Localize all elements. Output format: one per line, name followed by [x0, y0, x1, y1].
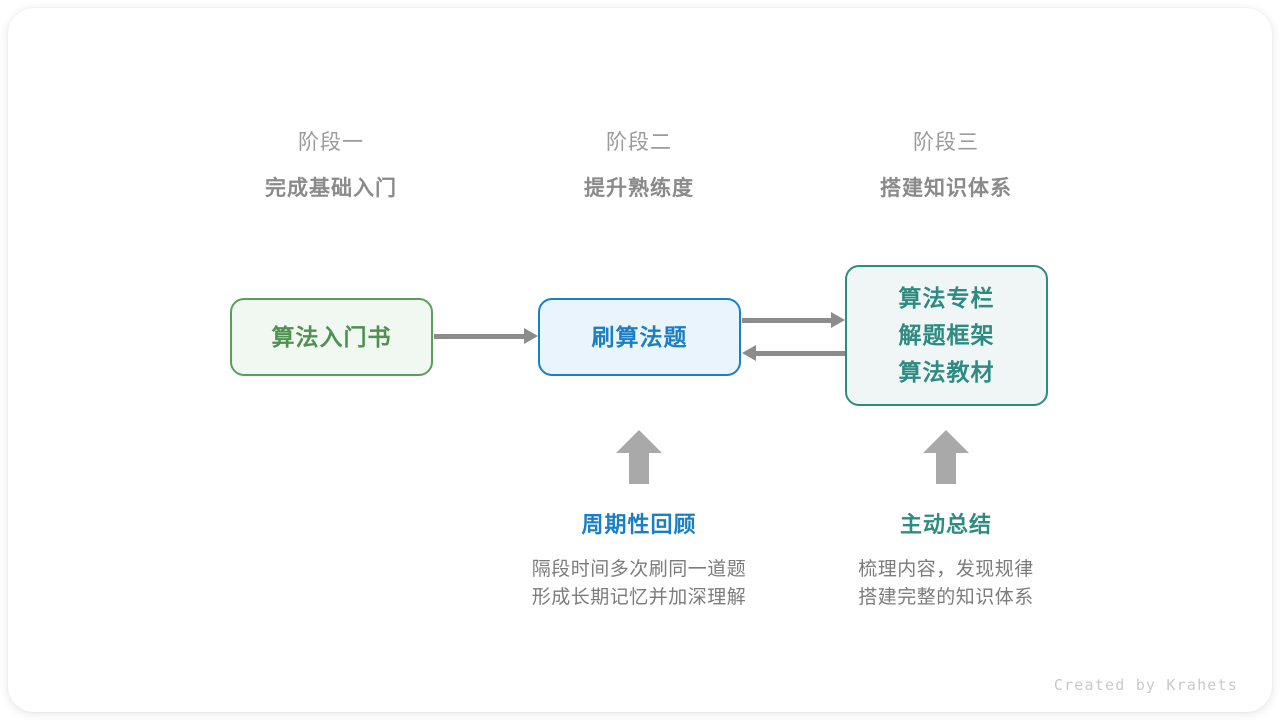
- up-arrow-stem: [629, 452, 649, 484]
- stage-header-1: 阶段一 完成基础入门: [201, 128, 461, 206]
- node-intro-book-line-1: 算法入门书: [271, 323, 392, 350]
- arrow-book-to-practice: [434, 326, 538, 348]
- arrow-head-right: [524, 328, 538, 344]
- annotation-summary-desc-line-1: 梳理内容，发现规律: [858, 559, 1034, 580]
- node-resources-line-1: 算法专栏: [898, 285, 995, 311]
- annotation-review-desc-line-1: 隔段时间多次刷同一道题: [531, 559, 747, 580]
- annotation-review-desc: 隔段时间多次刷同一道题 形成长期记忆并加深理解: [489, 556, 789, 612]
- arrow-head-left: [742, 345, 756, 361]
- stage-title-1: 完成基础入门: [265, 177, 397, 200]
- annotation-summary: 主动总结 梳理内容，发现规律 搭建完整的知识体系: [796, 510, 1096, 612]
- stage-header-2: 阶段二 提升熟练度: [509, 128, 769, 206]
- arrow-head-right: [831, 312, 845, 328]
- up-arrow-review: [616, 430, 662, 484]
- node-practice-line-1: 刷算法题: [591, 323, 688, 350]
- up-arrow-stem: [936, 452, 956, 484]
- credit-watermark: Created by Krahets: [1053, 676, 1238, 694]
- annotation-summary-desc-line-2: 搭建完整的知识体系: [858, 587, 1034, 608]
- annotation-review: 周期性回顾 隔段时间多次刷同一道题 形成长期记忆并加深理解: [489, 510, 789, 612]
- arrow-shaft: [434, 334, 524, 339]
- arrow-shaft: [756, 351, 845, 356]
- annotation-summary-desc: 梳理内容，发现规律 搭建完整的知识体系: [796, 556, 1096, 612]
- up-arrow-tip: [923, 430, 969, 453]
- node-practice[interactable]: 刷算法题: [538, 298, 741, 376]
- annotation-summary-title: 主动总结: [899, 512, 992, 537]
- stage-index-2: 阶段二: [606, 131, 672, 154]
- up-arrow-tip: [616, 430, 662, 453]
- arrow-resources-to-practice: [742, 343, 846, 365]
- arrow-shaft: [742, 318, 831, 323]
- stage-title-3: 搭建知识体系: [880, 177, 1012, 200]
- up-arrow-summary: [923, 430, 969, 484]
- arrow-practice-to-resources: [742, 310, 846, 332]
- annotation-review-title: 周期性回顾: [581, 512, 697, 537]
- stage-header-3: 阶段三 搭建知识体系: [816, 128, 1076, 206]
- node-resources-line-2: 解题框架: [898, 322, 995, 348]
- node-resources-line-3: 算法教材: [898, 359, 995, 385]
- stage-index-1: 阶段一: [298, 131, 364, 154]
- annotation-review-desc-line-2: 形成长期记忆并加深理解: [531, 587, 747, 608]
- stage-title-2: 提升熟练度: [584, 177, 694, 200]
- node-intro-book[interactable]: 算法入门书: [230, 298, 433, 376]
- stage-index-3: 阶段三: [913, 131, 979, 154]
- node-resources[interactable]: 算法专栏 解题框架 算法教材: [845, 265, 1048, 406]
